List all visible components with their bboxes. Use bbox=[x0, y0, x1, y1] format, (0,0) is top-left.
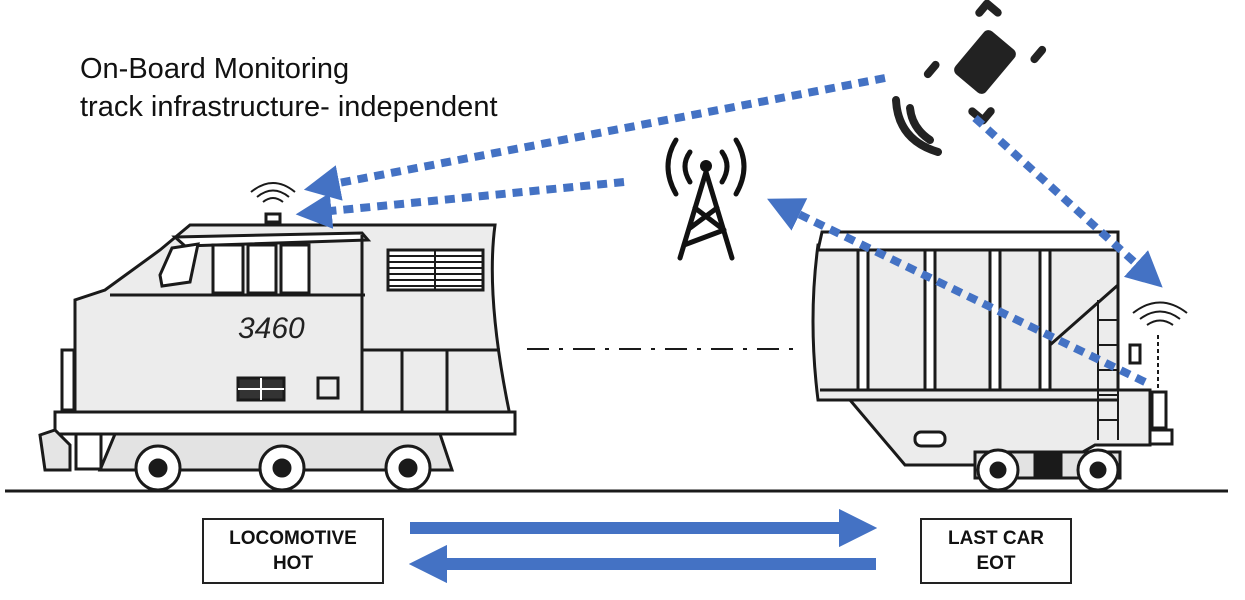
eot-label-line1: LAST CAR bbox=[947, 528, 1045, 549]
signal-satellite-to-locomotive bbox=[303, 74, 886, 201]
hot-label-box: LOCOMOTIVE HOT bbox=[202, 518, 384, 584]
caption-line1: On-Board Monitoring bbox=[80, 53, 350, 85]
eot-label-box: LAST CAR EOT bbox=[920, 518, 1072, 584]
hot-eot-arrows bbox=[408, 508, 878, 584]
signal-paths bbox=[295, 74, 1163, 386]
last-car bbox=[811, 230, 1174, 467]
locomotive-wheels bbox=[134, 444, 432, 492]
wireless-signal-icon bbox=[250, 182, 296, 203]
locomotive bbox=[38, 212, 517, 472]
last-car-wheels bbox=[973, 448, 1122, 492]
hot-label-line2: HOT bbox=[272, 553, 314, 574]
satellite-signal-waves bbox=[892, 96, 942, 156]
hot-label-line1: LOCOMOTIVE bbox=[229, 528, 357, 549]
locomotive-number: 3460 bbox=[238, 312, 305, 345]
cell-tower-icon bbox=[665, 137, 747, 261]
caption-line2: track infrastructure- independent bbox=[80, 91, 498, 123]
satellite-icon bbox=[923, 0, 1047, 125]
signal-tower-to-locomotive bbox=[295, 178, 625, 229]
signal-satellite-to-eot bbox=[972, 115, 1163, 288]
wireless-signal-icon bbox=[1132, 301, 1188, 326]
eot-label-line2: EOT bbox=[976, 553, 1016, 574]
diagram-caption: On-Board Monitoring track infrastructure… bbox=[80, 50, 498, 126]
